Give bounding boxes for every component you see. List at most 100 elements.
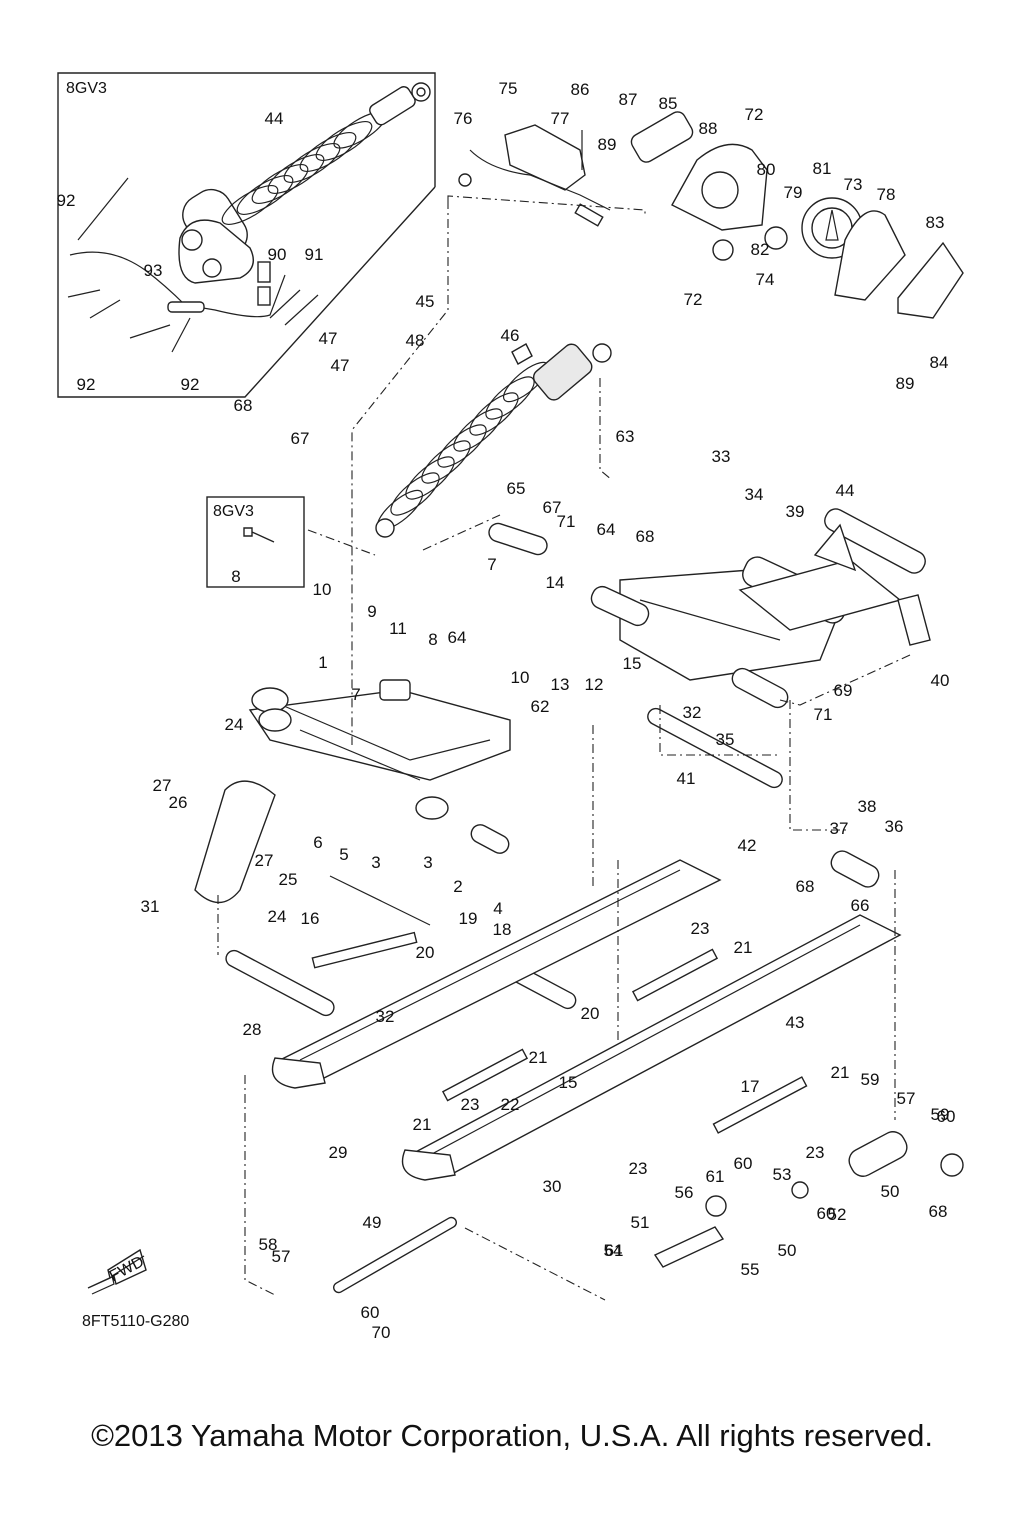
callout-6: 6 [313,833,322,852]
wear-strip-21c [441,1048,529,1102]
callout-67: 67 [291,429,310,448]
cable-tie-93 [171,317,191,353]
callout-91: 91 [305,245,324,264]
callout-67: 67 [543,498,562,517]
callout-2: 2 [453,877,462,896]
callout-11: 11 [389,619,407,638]
assembly-line [599,378,613,481]
callout-23: 23 [629,1159,648,1178]
cable-tie [269,289,301,319]
bolt-17 [329,875,431,926]
callout-39: 39 [786,502,805,521]
callout-74: 74 [756,270,775,289]
callout-68: 68 [636,527,655,546]
callout-68: 68 [929,1202,948,1221]
wear-strip-21 [311,931,418,969]
callout-89: 89 [598,135,617,154]
callout-24: 24 [268,907,287,926]
assembly-line [779,654,911,706]
callout-77: 77 [551,109,570,128]
callout-16: 16 [301,909,320,928]
callout-46: 46 [501,326,520,345]
assembly-line [789,700,850,831]
shaft-29 [225,949,335,1017]
connector-2 [257,286,271,306]
callout-84: 84 [930,353,949,372]
callout-42: 42 [738,836,757,855]
bolt-8-inset [243,527,275,543]
inset-box-8gv3 [57,72,436,398]
gear-housing-assembly [671,143,964,319]
callout-87: 87 [619,90,638,109]
callout-36: 36 [885,817,904,836]
collar-67-lower [830,850,880,888]
adjuster-bolt-54 [653,1226,725,1268]
callout-49: 49 [363,1213,382,1232]
callout-45: 45 [416,292,435,311]
callout-52: 52 [828,1205,847,1224]
callout-76: 76 [454,109,473,128]
callout-57: 57 [897,1089,916,1108]
callout-30: 30 [543,1177,562,1196]
callout-25: 25 [279,870,298,889]
callout-43: 43 [786,1013,805,1032]
collar-67 [488,522,548,556]
callout-59: 59 [931,1105,950,1124]
collar-37 [731,667,789,709]
callout-12: 12 [585,675,604,694]
drawing-code: 8FT5110-G280 [82,1313,189,1330]
callout-44: 44 [836,481,855,500]
callout-31: 31 [141,897,160,916]
callout-14: 14 [546,573,565,592]
callout-61: 61 [605,1241,624,1260]
callout-17: 17 [741,1077,760,1096]
callout-79: 79 [784,183,803,202]
callout-32: 32 [376,1007,395,1026]
callout-66: 66 [851,896,870,915]
adjuster-56 [791,1181,809,1199]
callout-18: 18 [493,920,512,939]
scissor-link [738,508,931,646]
callout-71: 71 [557,512,576,531]
slide-rail-right [401,914,902,1181]
assembly-line [351,200,449,745]
callout-1: 1 [318,653,327,672]
assembly-line [464,1227,606,1301]
callout-73: 73 [844,175,863,194]
nut-58 [705,1195,727,1217]
callout-51: 51 [631,1213,650,1232]
callout-71: 71 [814,705,833,724]
callout-4: 4 [493,899,502,918]
callout-61: 61 [706,1167,725,1186]
callout-50: 50 [881,1182,900,1201]
callout-92: 92 [57,191,76,210]
callout-15: 15 [559,1073,578,1092]
assembly-line [307,529,376,556]
forward-arrow-icon: FWD [87,1248,147,1295]
callout-21: 21 [529,1048,548,1067]
callout-59: 59 [861,1070,880,1089]
front-suspension-arm [248,679,511,820]
callout-92: 92 [77,375,96,394]
callout-7: 7 [487,555,496,574]
callout-20: 20 [581,1004,600,1023]
callout-13: 13 [551,675,570,694]
rear-shock-inset-illustration [178,82,431,284]
callout-60: 60 [937,1107,956,1126]
callout-10: 10 [313,580,332,599]
callout-21: 21 [831,1063,850,1082]
callout-21: 21 [734,938,753,957]
callout-15: 15 [623,654,642,673]
callout-78: 78 [877,185,896,204]
callout-44: 44 [265,109,284,128]
cable-tie [67,289,101,298]
model-code-inset: 8GV3 [66,80,107,97]
callout-35: 35 [716,730,735,749]
callout-57: 57 [272,1247,291,1266]
rear-shock-absorber [375,343,612,538]
bushing-68 [940,1153,964,1177]
callout-9: 9 [367,602,376,621]
callout-55: 55 [741,1260,760,1279]
callout-33: 33 [712,447,731,466]
